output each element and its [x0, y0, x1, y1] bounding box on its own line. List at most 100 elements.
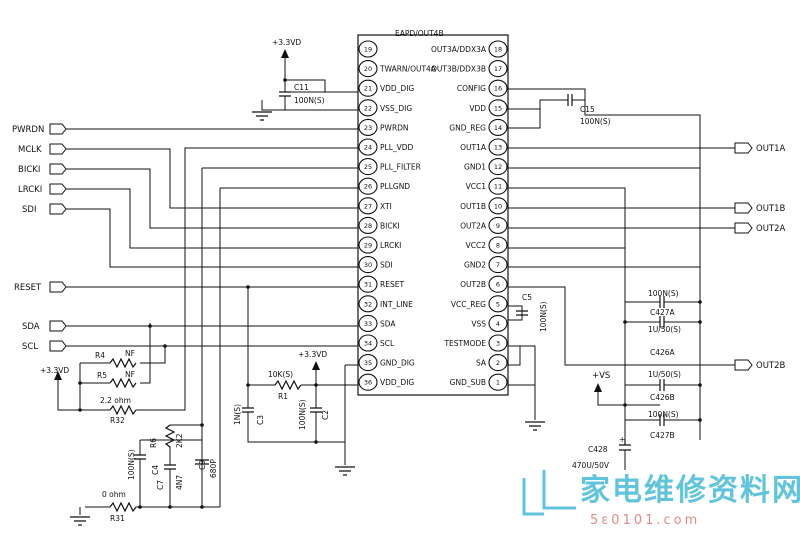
ic-pin-21-label: VDD_DIG: [380, 84, 414, 93]
ic-pin-27-pad: [358, 197, 378, 215]
ic-pin-22-label: VSS_DIG: [380, 104, 412, 113]
c5-ref: C5: [522, 293, 532, 302]
ic-pin-15-label: VDD: [469, 104, 486, 113]
ic-pin-34-label: SCL: [380, 339, 395, 348]
c7-value: 4N7: [175, 475, 184, 490]
ic-pin-13-number: 13: [494, 144, 502, 152]
port-sdi: SDI: [22, 203, 358, 268]
ic-pin-29-label: LRCKI: [380, 241, 401, 250]
c9-ref: C9: [198, 460, 207, 470]
ic-pin-11-pad: [488, 177, 508, 195]
ic-pin-16-pad: [488, 79, 508, 97]
c2-ref: C2: [321, 410, 330, 420]
r31-value: 0 ohm: [102, 490, 126, 499]
ic-pin-33-pad: [358, 314, 378, 332]
ic-pin-24-label: PLL_VDD: [380, 143, 414, 152]
ic-top-label: EAPD/OUT4B: [395, 29, 444, 38]
ic-pin-29-pad: [358, 236, 378, 254]
c11-value: 100N(S): [294, 96, 325, 105]
c4-value: 100N(S): [127, 449, 136, 480]
c427b-value: 100N(S): [648, 410, 679, 419]
ic-pin-1-pad: [488, 373, 508, 391]
ic-pin-3-number: 3: [496, 340, 500, 348]
port-mclk-label: MCLK: [18, 145, 42, 155]
ic-pin-11-number: 11: [494, 183, 502, 191]
ic-pin-23-label: PWRDN: [380, 123, 409, 132]
ic-pin-35-number: 35: [364, 359, 372, 367]
ic-pin-26-label: PLLGND: [380, 182, 410, 191]
ic-pin-23-number: 23: [364, 124, 372, 132]
c426a-value: 1U/50(S): [648, 325, 681, 334]
ic-pin-31-pad: [358, 275, 378, 293]
svg-text:+: +: [619, 435, 625, 444]
out1b-label: OUT1B: [756, 204, 786, 214]
c15-ref: C15: [580, 105, 595, 114]
ic-pin-14-number: 14: [494, 124, 502, 132]
c15-value: 100N(S): [580, 117, 611, 126]
ic-pin-34-pad: [358, 334, 378, 352]
ic-pin-3-pad: [488, 334, 508, 352]
port-bicki-label: BICKI: [18, 165, 40, 175]
ic-pin-5-pad: [488, 295, 508, 313]
supply-3v3-top-label: +3.3VD: [272, 38, 301, 47]
ic-pin-25-pad: [358, 158, 378, 176]
c426b-value: 1U/50(S): [648, 370, 681, 379]
r5-ref: R5: [97, 371, 107, 380]
port-reset: RESET: [14, 281, 358, 293]
ic-pin-23: 23 PWRDN: [358, 118, 409, 136]
ic-pin-8-label: VCC2: [466, 241, 487, 250]
ic-pin-33-number: 33: [364, 320, 372, 328]
ic-pin-17-number: 17: [494, 65, 502, 73]
ic-pin-32-number: 32: [364, 300, 372, 308]
ic-pin-20-label: TWARN/OUT4A: [379, 65, 437, 74]
watermark-text: 家电维修资料网: [580, 473, 800, 508]
c4-ref: C4: [151, 465, 160, 475]
port-reset-label: RESET: [14, 283, 42, 293]
port-sdi-label: SDI: [22, 205, 36, 215]
ic-pin-32-label: INT_LINE: [380, 300, 413, 309]
ic-pin-27-label: XTI: [380, 202, 392, 211]
ic-pin-30-number: 30: [364, 261, 372, 269]
ic-pin-19: 19: [358, 40, 378, 58]
ic-pin-32-pad: [358, 295, 378, 313]
out2a-label: OUT2A: [756, 224, 786, 234]
supply-3v3-top: +3.3VD C11 100N(S): [252, 38, 358, 121]
r1-ref: R1: [278, 392, 288, 401]
ic-pin-31-label: RESET: [380, 280, 404, 289]
ic-pin-5-number: 5: [496, 300, 500, 308]
ic-pin-30-pad: [358, 256, 378, 274]
ic-pin-22-number: 22: [364, 104, 372, 112]
supply-vs-label: +VS: [592, 371, 610, 381]
ic-pin-25-label: PLL_FILTER: [380, 163, 421, 172]
port-sda: SDA: [22, 320, 358, 332]
c7-ref: C7: [156, 480, 165, 490]
ic-pin-16-number: 16: [494, 85, 502, 93]
ic-pin-28-number: 28: [364, 222, 372, 230]
right-network: C15 100N(S) OUT1A OUT1B OUT2A OUT2B C5 1…: [508, 88, 786, 470]
ic-pin-15-number: 15: [494, 104, 502, 112]
ic-pin-18-number: 18: [494, 46, 502, 54]
ic-pin-1-label: GND_SUB: [450, 378, 486, 387]
ic-pin-8-pad: [488, 236, 508, 254]
r5-value: NF: [125, 370, 135, 379]
c426b-ref: C426B: [650, 393, 675, 402]
c428-ref: C428: [588, 445, 608, 454]
ic-pin-20-pad: [358, 60, 378, 78]
ic-pin-28-label: BICKI: [380, 221, 400, 230]
left-network: R4 NF R5 NF +3.3VD 2.2 ohm R32: [40, 147, 358, 425]
ic-pin-6-pad: [488, 275, 508, 293]
